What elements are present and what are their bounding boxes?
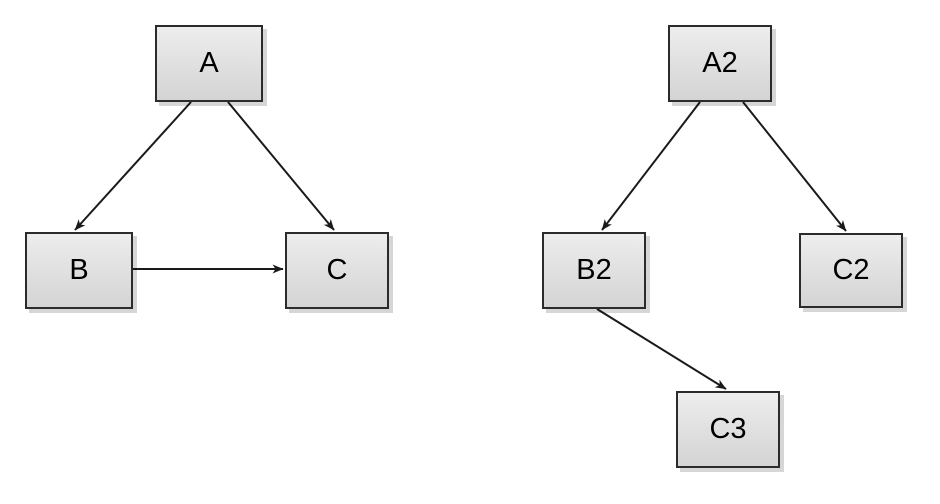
edge-a-to-c bbox=[227, 101, 335, 231]
node-b[interactable]: B bbox=[25, 232, 133, 309]
edge-a2-to-c2 bbox=[742, 101, 847, 232]
edge-a2-to-b2 bbox=[601, 101, 701, 231]
edges-group bbox=[74, 101, 847, 390]
node-c3-label: C3 bbox=[709, 413, 747, 445]
node-c2[interactable]: C2 bbox=[799, 233, 903, 308]
node-a2[interactable]: A2 bbox=[668, 25, 772, 102]
node-c2-label: C2 bbox=[832, 254, 870, 286]
edge-b2-to-c3 bbox=[596, 308, 727, 390]
node-c[interactable]: C bbox=[285, 232, 389, 309]
node-b2[interactable]: B2 bbox=[542, 232, 646, 309]
node-a2-label: A2 bbox=[702, 47, 738, 79]
node-a[interactable]: A bbox=[155, 25, 263, 102]
node-a-label: A bbox=[199, 47, 219, 79]
node-c-label: C bbox=[326, 254, 348, 286]
edge-a-to-b bbox=[74, 101, 192, 231]
node-c3[interactable]: C3 bbox=[676, 391, 780, 468]
node-b2-label: B2 bbox=[576, 254, 612, 286]
node-b-label: B bbox=[69, 254, 89, 286]
